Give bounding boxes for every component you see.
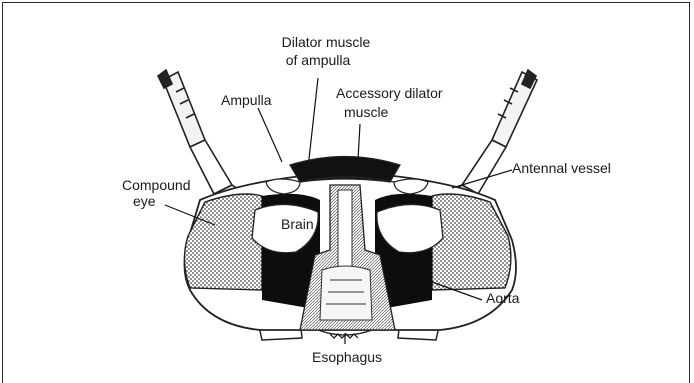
label-compound-eye-line1: Compound [122,177,191,193]
label-aorta: Aorta [486,290,520,306]
label-dilator-line2: of ampulla [286,52,351,68]
label-accessory-line1: Accessory dilator [336,85,443,101]
label-brain: Brain [281,216,314,232]
label-antennal-vessel: Antennal vessel [512,160,611,176]
label-esophagus: Esophagus [312,349,382,365]
label-dilator-line1: Dilator muscle [282,34,371,50]
left-compound-eye [184,194,262,290]
dilator-muscle [290,157,400,183]
label-accessory-line2: muscle [344,104,389,120]
label-ampulla: Ampulla [221,92,272,108]
label-compound-eye-line2: eye [133,193,156,209]
